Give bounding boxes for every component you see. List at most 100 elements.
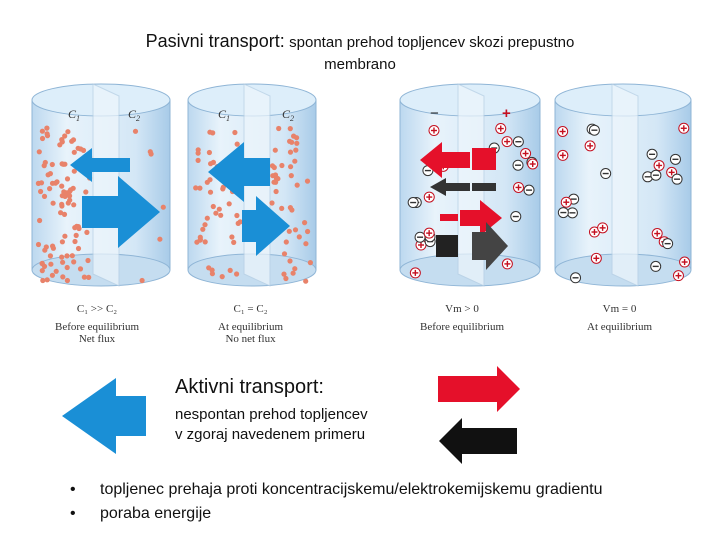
cylinder-3: − + bbox=[399, 83, 541, 287]
solute-particle bbox=[287, 126, 293, 132]
cation-marker bbox=[653, 159, 665, 171]
solute-particle bbox=[71, 168, 77, 174]
solute-particle bbox=[60, 274, 66, 280]
solute-particle bbox=[197, 234, 203, 240]
solute-particle bbox=[50, 200, 56, 206]
solute-particle bbox=[62, 133, 68, 139]
solute-particle bbox=[85, 257, 91, 264]
solute-particle bbox=[195, 157, 201, 163]
solute-particle bbox=[50, 243, 56, 249]
solute-particle bbox=[304, 178, 311, 184]
anion-marker bbox=[662, 238, 674, 250]
solute-particle bbox=[294, 140, 300, 146]
caption-2b: At equilibrium bbox=[218, 321, 284, 333]
solute-particle bbox=[209, 267, 215, 273]
caption-panel-3: Vm > 0 Before equilibrium bbox=[420, 303, 504, 333]
solute-particle bbox=[71, 259, 77, 265]
cation-marker bbox=[678, 122, 690, 134]
solute-particle bbox=[75, 245, 82, 252]
solute-particle bbox=[293, 147, 299, 153]
solute-particle bbox=[60, 259, 66, 265]
solute-particle bbox=[39, 135, 46, 142]
solute-dots-1 bbox=[35, 125, 166, 284]
solute-particle bbox=[200, 226, 206, 232]
solute-particle bbox=[292, 158, 298, 164]
solute-particle bbox=[59, 254, 65, 260]
caption-panel-4: Vm = 0 At equilibrium bbox=[587, 303, 652, 333]
solute-particle bbox=[226, 201, 232, 207]
anion-marker bbox=[646, 148, 658, 160]
solute-particle bbox=[272, 147, 278, 153]
solute-particle bbox=[49, 180, 56, 186]
active-line2: v zgoraj navedenem primeru bbox=[175, 426, 366, 443]
anion-marker bbox=[523, 184, 535, 196]
caption-panel-1: C₁ >> C₂ Before equilibrium Net flux bbox=[55, 303, 139, 345]
solute-particle bbox=[59, 137, 65, 143]
active-line1: nespontan prehod topljencev bbox=[175, 406, 368, 423]
solute-particle bbox=[207, 177, 213, 183]
solute-particle bbox=[38, 188, 44, 195]
solute-particle bbox=[139, 277, 145, 284]
title-bold: Pasivni transport: bbox=[145, 31, 285, 51]
solute-particle bbox=[271, 164, 277, 171]
solute-particle bbox=[39, 128, 46, 134]
caption-1b: Before equilibrium bbox=[55, 321, 140, 333]
anion-marker bbox=[650, 169, 662, 181]
caption-panel-2: C₁ = C₂ At equilibrium No net flux bbox=[218, 303, 283, 345]
arrows-1 bbox=[70, 148, 160, 248]
solute-particle bbox=[38, 180, 45, 186]
cation-marker bbox=[513, 181, 525, 193]
solute-particle bbox=[160, 204, 166, 210]
arrows-2 bbox=[208, 142, 290, 256]
caption-3b: Before equilibrium bbox=[420, 321, 505, 333]
cation-marker bbox=[527, 158, 539, 170]
anion-marker bbox=[600, 168, 612, 180]
solute-particle bbox=[237, 219, 243, 225]
cylinder-1: C1 C2 bbox=[31, 83, 171, 287]
anion-marker bbox=[650, 260, 662, 272]
solute-particle bbox=[283, 239, 289, 245]
solute-particle bbox=[296, 234, 302, 240]
solute-particle bbox=[59, 183, 65, 189]
caption-1c: Net flux bbox=[78, 333, 116, 345]
solute-particle bbox=[83, 189, 89, 195]
solute-particle bbox=[40, 277, 46, 284]
solute-particle bbox=[207, 189, 214, 195]
solute-particle bbox=[288, 173, 294, 179]
solute-particle bbox=[208, 161, 214, 167]
cation-marker bbox=[409, 267, 421, 279]
bullet-list: • topljenec prehaja proti koncentracijsk… bbox=[70, 478, 602, 526]
arrows-3 bbox=[420, 142, 508, 270]
solute-particle bbox=[41, 263, 48, 269]
solute-particle bbox=[77, 266, 84, 272]
cation-marker bbox=[560, 196, 572, 208]
solute-particle bbox=[44, 131, 50, 137]
black-arrow-left bbox=[439, 418, 517, 464]
solute-particle bbox=[210, 130, 216, 136]
anion-marker bbox=[510, 211, 522, 223]
solute-particle bbox=[64, 277, 70, 284]
solute-particle bbox=[64, 264, 70, 271]
solute-particle bbox=[64, 253, 70, 259]
cation-marker bbox=[590, 252, 602, 264]
ion-markers-4 bbox=[557, 122, 691, 284]
bullet-text: topljenec prehaja proti koncentracijskem… bbox=[100, 481, 603, 498]
solute-particle bbox=[289, 139, 295, 145]
solute-particle bbox=[48, 261, 54, 267]
cation-marker bbox=[557, 125, 569, 137]
solute-particle bbox=[294, 182, 300, 188]
solute-particle bbox=[84, 229, 90, 235]
solute-particle bbox=[294, 135, 300, 141]
solute-particle bbox=[287, 258, 293, 264]
anion-marker bbox=[570, 272, 582, 284]
solute-particle bbox=[234, 271, 240, 277]
solute-particle bbox=[227, 267, 233, 273]
solute-particle bbox=[231, 239, 237, 245]
anion-marker bbox=[671, 173, 683, 185]
solute-particle bbox=[60, 161, 66, 167]
solute-particle bbox=[67, 197, 73, 203]
c1-label-1: C1 bbox=[68, 107, 80, 123]
anion-marker bbox=[669, 153, 681, 165]
caption-2a: C₁ = C₂ bbox=[233, 303, 268, 315]
